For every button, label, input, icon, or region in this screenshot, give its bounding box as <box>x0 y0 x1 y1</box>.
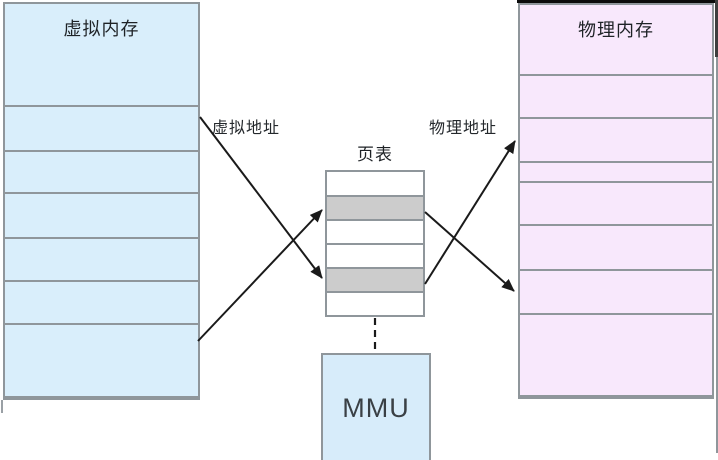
page-table-title: 页表 <box>357 145 393 164</box>
physical-memory-title: 物理内存 <box>578 20 654 40</box>
mmu-label: MMU <box>342 393 410 423</box>
page-table-row <box>327 243 423 267</box>
physical-address-label: 物理地址 <box>429 120 498 137</box>
page-table-row <box>327 172 423 195</box>
physical-memory-row <box>520 313 712 395</box>
cropped-top-edge-bar <box>517 0 718 3</box>
virtual-memory-row <box>5 150 198 192</box>
physical-memory-row <box>520 224 712 269</box>
physical-memory-row <box>520 395 712 397</box>
virtual-memory-title: 虚拟内存 <box>63 19 140 39</box>
page-table-row <box>327 291 423 315</box>
physical-memory-row <box>520 74 712 117</box>
arrow-virtual-to-pagetable-upper <box>197 209 323 342</box>
virtual-memory-row <box>5 105 198 150</box>
virtual-memory-row <box>5 323 198 396</box>
arrow-virtual-to-pagetable-lower <box>199 116 323 279</box>
virtual-address-label: 虚拟地址 <box>212 120 281 137</box>
virtual-memory-row <box>5 280 198 323</box>
cropped-right-edge-dark-strip <box>714 0 718 57</box>
physical-memory-box: 物理内存 <box>518 3 714 399</box>
arrow-pagetable-to-physical-upper <box>424 140 516 285</box>
physical-memory-row <box>520 269 712 313</box>
physical-memory-row <box>520 181 712 224</box>
page-table-row-highlighted <box>327 195 423 219</box>
virtual-memory-row <box>5 396 198 398</box>
virtual-memory-row <box>5 237 198 280</box>
page-table-row <box>327 219 423 243</box>
physical-memory-row <box>520 117 712 161</box>
virtual-memory-row <box>5 192 198 237</box>
cropped-left-edge-tick <box>0 400 3 413</box>
mmu-box: MMU <box>321 353 431 460</box>
arrow-pagetable-to-physical-lower <box>424 211 515 292</box>
page-table-row-highlighted <box>327 267 423 291</box>
page-table-box <box>325 170 425 317</box>
cropped-right-edge-line <box>715 0 718 453</box>
virtual-memory-box: 虚拟内存 <box>3 2 200 400</box>
physical-memory-row <box>520 161 712 181</box>
